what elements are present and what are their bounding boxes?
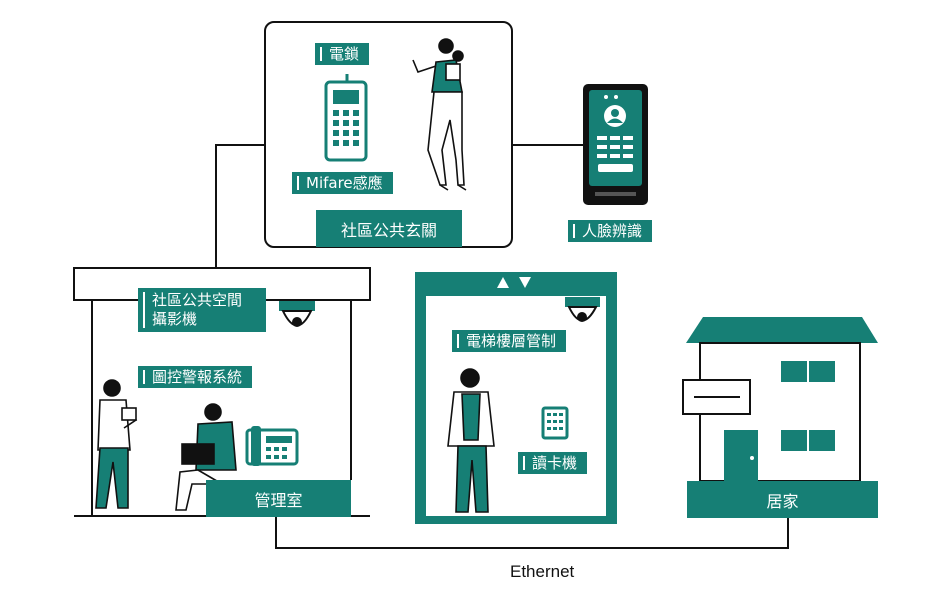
electric-lock-label: 電鎖 <box>315 43 370 65</box>
card-reader-label: 讀卡機 <box>518 452 588 474</box>
elevator-arrows-icon <box>497 277 531 288</box>
camera-label: 社區公共空間 攝影機 <box>138 288 266 332</box>
house-icon <box>682 317 878 482</box>
entrance-plate: 社區公共玄關 <box>316 210 462 247</box>
line-entrance-to-room <box>215 144 265 268</box>
keypad-lock-icon <box>324 74 368 162</box>
alarm-system-label: 圖控警報系統 <box>138 366 253 388</box>
dome-camera-icon <box>279 301 315 327</box>
ethernet-line <box>275 517 789 549</box>
resident-woman-figure <box>412 38 467 191</box>
passenger-figure <box>447 368 495 513</box>
dome-camera-icon <box>565 297 600 322</box>
face-recognition-label: 人臉辨識 <box>568 220 653 242</box>
connector-lines <box>215 144 789 549</box>
home-plate: 居家 <box>687 481 878 518</box>
camera-label-line2: 攝影機 <box>152 310 198 328</box>
face-recognition-terminal-icon <box>583 84 648 205</box>
camera-label-line1: 社區公共空間 <box>152 291 243 309</box>
mifare-label: Mifare感應 <box>292 172 393 194</box>
elevator-control-label: 電梯樓層管制 <box>452 330 567 352</box>
card-reader-icon <box>541 406 569 440</box>
staff-standing-figure <box>95 379 138 509</box>
desk-phone-icon <box>245 426 299 466</box>
control-room-plate: 管理室 <box>206 480 351 517</box>
ethernet-caption: Ethernet <box>510 562 575 581</box>
